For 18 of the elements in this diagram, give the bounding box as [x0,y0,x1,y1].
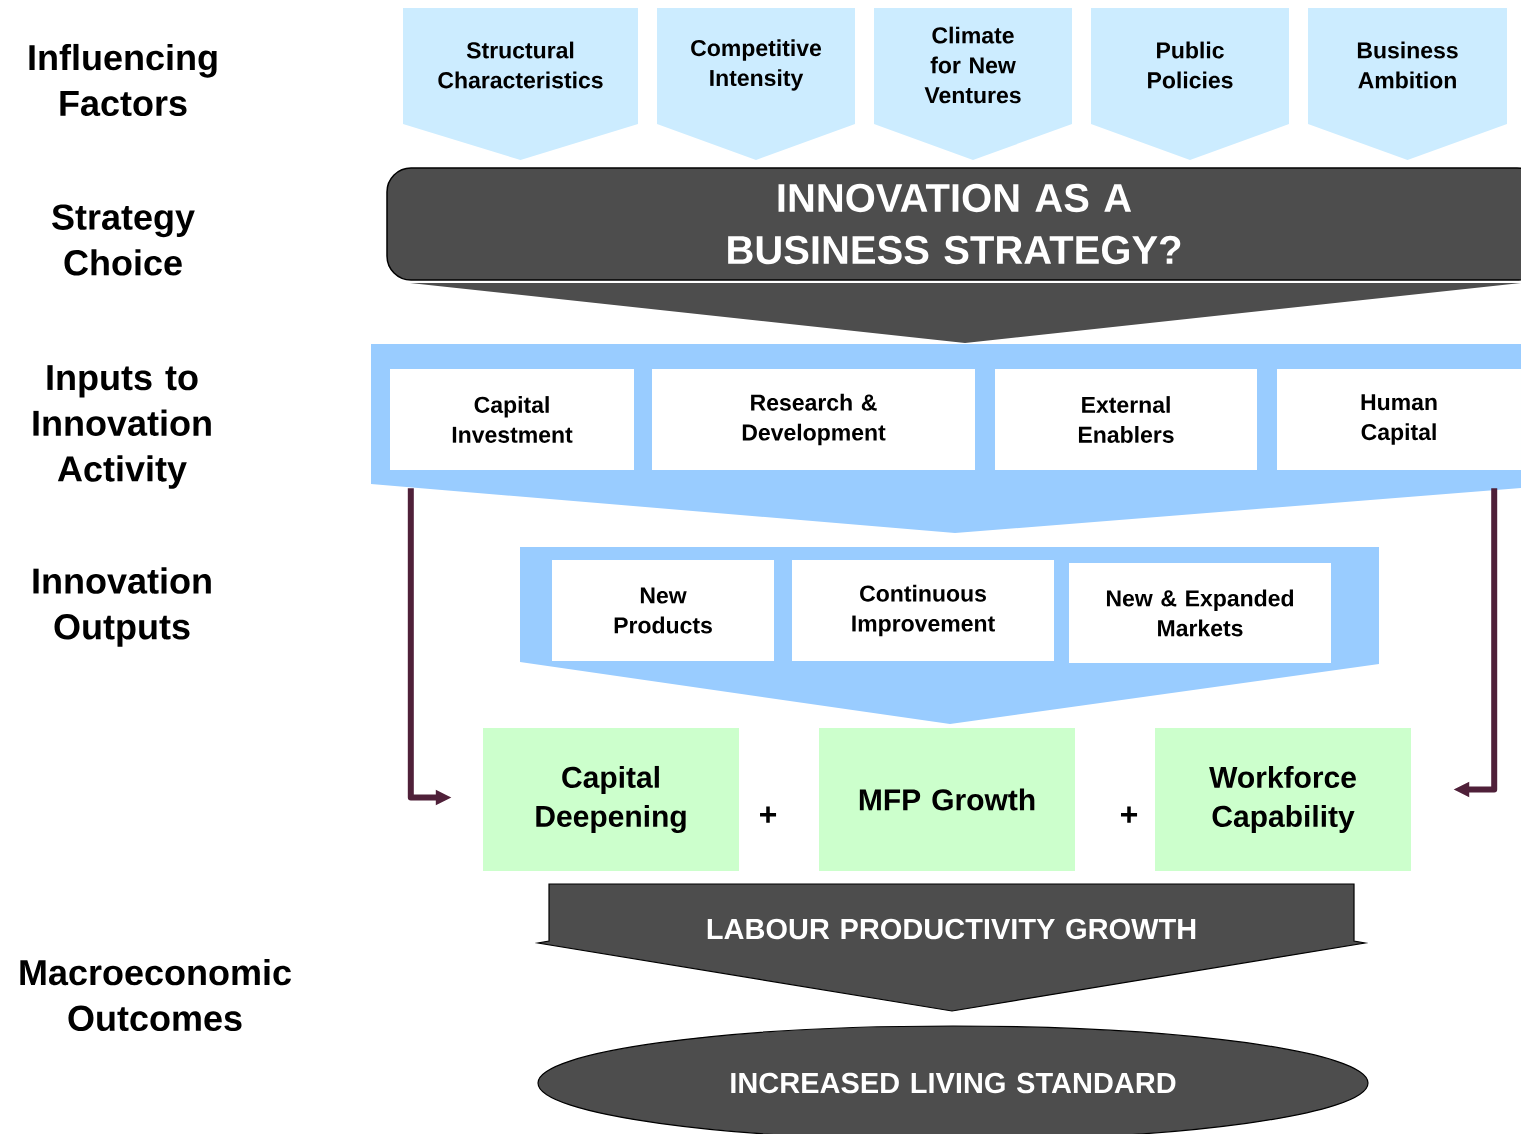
outcome-box: MFP Growth [819,728,1075,871]
input-box: Research & Development [652,369,975,470]
input-box: New Products [552,560,774,661]
input-box: New & Expanded Markets [1069,563,1331,663]
input-box: Continuous Improvement [792,560,1054,661]
plus-sign: + [760,806,777,823]
input-box: Human Capital [1277,369,1521,470]
row-heading: Innovation Outputs [33,567,211,647]
input-box: Capital Investment [390,369,634,470]
plus-sign: + [1121,806,1138,823]
outcome-box: Capital Deepening [483,728,739,871]
input-box: External Enablers [995,369,1257,470]
rounded-banner: INNOVATION AS A BUSINESS STRATEGY? [386,167,1521,343]
row-heading: Influencing Factors [29,43,217,117]
row-heading: Macroeconomic Outcomes [20,958,291,1032]
row-heading: Inputs to Innovation Activity [33,365,211,489]
outcome-box: Workforce Capability [1155,728,1411,871]
row-heading: Strategy Choice [52,204,195,276]
